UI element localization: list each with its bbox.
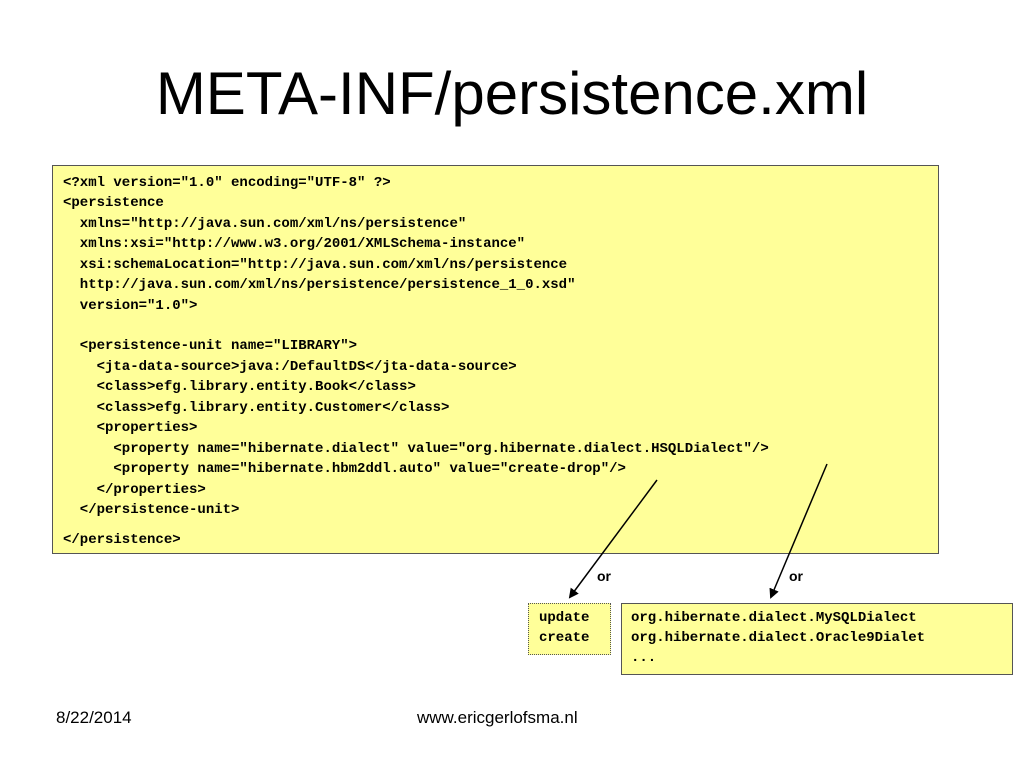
option-update: update <box>539 610 590 626</box>
option-create: create <box>539 630 590 646</box>
dialect-oracle: org.hibernate.dialect.Oracle9Dialet <box>631 630 926 646</box>
code-line: version="1.0"> <box>63 298 198 314</box>
footer-date: 8/22/2014 <box>56 708 132 727</box>
code-line: <persistence <box>63 195 164 211</box>
code-line: <properties> <box>63 420 198 436</box>
or-label-right: or <box>789 568 803 584</box>
code-line: xsi:schemaLocation="http://java.sun.com/… <box>63 257 568 273</box>
code-line: xmlns="http://java.sun.com/xml/ns/persis… <box>63 216 467 232</box>
dialect-ellipsis: ... <box>631 650 657 666</box>
code-line: http://java.sun.com/xml/ns/persistence/p… <box>63 277 576 293</box>
hbm2ddl-options-box: update create <box>528 603 611 655</box>
code-line: </persistence-unit> <box>63 502 240 518</box>
code-line: </persistence> <box>63 532 181 548</box>
code-line: <class>efg.library.entity.Book</class> <box>63 379 416 395</box>
code-line: <property name="hibernate.dialect" value… <box>63 441 769 457</box>
code-line: <class>efg.library.entity.Customer</clas… <box>63 400 450 416</box>
code-line: xmlns:xsi="http://www.w3.org/2001/XMLSch… <box>63 236 526 252</box>
code-line: <property name="hibernate.hbm2ddl.auto" … <box>63 461 626 477</box>
arrow-to-dialect-options <box>769 463 828 599</box>
code-box: <?xml version="1.0" encoding="UTF-8" ?> … <box>52 165 939 554</box>
footer-website: www.ericgerlofsma.nl <box>417 708 578 727</box>
slide-title: META-INF/persistence.xml <box>155 60 869 127</box>
or-label-left: or <box>597 568 611 584</box>
code-line: <?xml version="1.0" encoding="UTF-8" ?> <box>63 175 391 191</box>
dialect-mysql: org.hibernate.dialect.MySQLDialect <box>631 610 917 626</box>
arrow-to-hbm2ddl-options <box>568 479 658 599</box>
code-line: <persistence-unit name="LIBRARY"> <box>63 338 358 354</box>
code-line: </properties> <box>63 482 206 498</box>
code-line: <jta-data-source>java:/DefaultDS</jta-da… <box>63 359 517 375</box>
dialect-options-box: org.hibernate.dialect.MySQLDialect org.h… <box>621 603 1013 675</box>
